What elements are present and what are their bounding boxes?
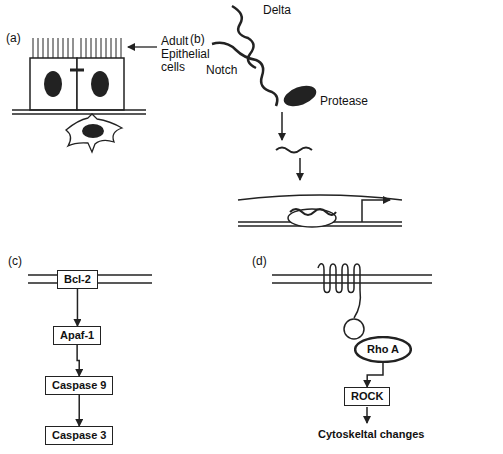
nucleus	[44, 71, 62, 97]
enzyme-label: Protease	[320, 95, 368, 108]
notch-fragment	[290, 209, 336, 215]
pathway-arrow	[78, 395, 80, 426]
pathway-arrow	[77, 345, 79, 376]
molecule-label: Notch	[206, 64, 237, 77]
outcome-label: Cytoskeltal changes	[318, 428, 424, 441]
transcription-complex	[288, 209, 336, 227]
protein-box: Caspase 3	[45, 426, 113, 445]
basement-membrane	[12, 109, 146, 111]
node-text: Caspase 9	[52, 379, 106, 391]
transcription-arrow	[362, 200, 390, 222]
protein-box: Caspase 9	[45, 376, 113, 395]
epithelial-cell	[77, 58, 124, 110]
protein-box: Apaf-1	[53, 326, 101, 345]
membrane	[272, 282, 432, 284]
protein-box: ROCK	[344, 387, 390, 406]
protease-enzyme	[281, 82, 319, 111]
g-protein	[344, 319, 364, 339]
mesenchymal-cell	[66, 114, 122, 152]
basement-membrane	[12, 113, 146, 115]
panel-letter: (a)	[6, 32, 21, 45]
pointer-arrow	[128, 46, 157, 47]
pathway-arrow	[367, 363, 383, 387]
gpcr-receptor	[318, 264, 360, 318]
membrane	[272, 274, 432, 276]
cleavage-arrow	[281, 112, 283, 140]
panel-letter: (c)	[8, 255, 22, 268]
translocation-arrow	[299, 158, 301, 180]
protein-box: Bcl-2	[57, 270, 98, 289]
node-text: Rho A	[367, 343, 399, 355]
pathway-arrow	[77, 289, 79, 326]
nucleus	[91, 71, 109, 97]
panel-letter: (d)	[252, 255, 267, 268]
panel-letter: (b)	[190, 33, 205, 46]
cell-junction	[70, 69, 84, 72]
molecule-label: Delta	[263, 4, 291, 17]
node-text: Bcl-2	[64, 273, 91, 285]
node-text: ROCK	[351, 390, 383, 402]
epithelial-cell	[30, 58, 77, 110]
effect-arrow	[366, 407, 368, 423]
protein-oval: Rho A	[354, 336, 412, 363]
notch-fragment	[276, 148, 312, 153]
node-text: Apaf-1	[60, 329, 94, 341]
node-text: Caspase 3	[52, 429, 106, 441]
nucleus	[82, 124, 104, 138]
cilia	[33, 38, 121, 58]
